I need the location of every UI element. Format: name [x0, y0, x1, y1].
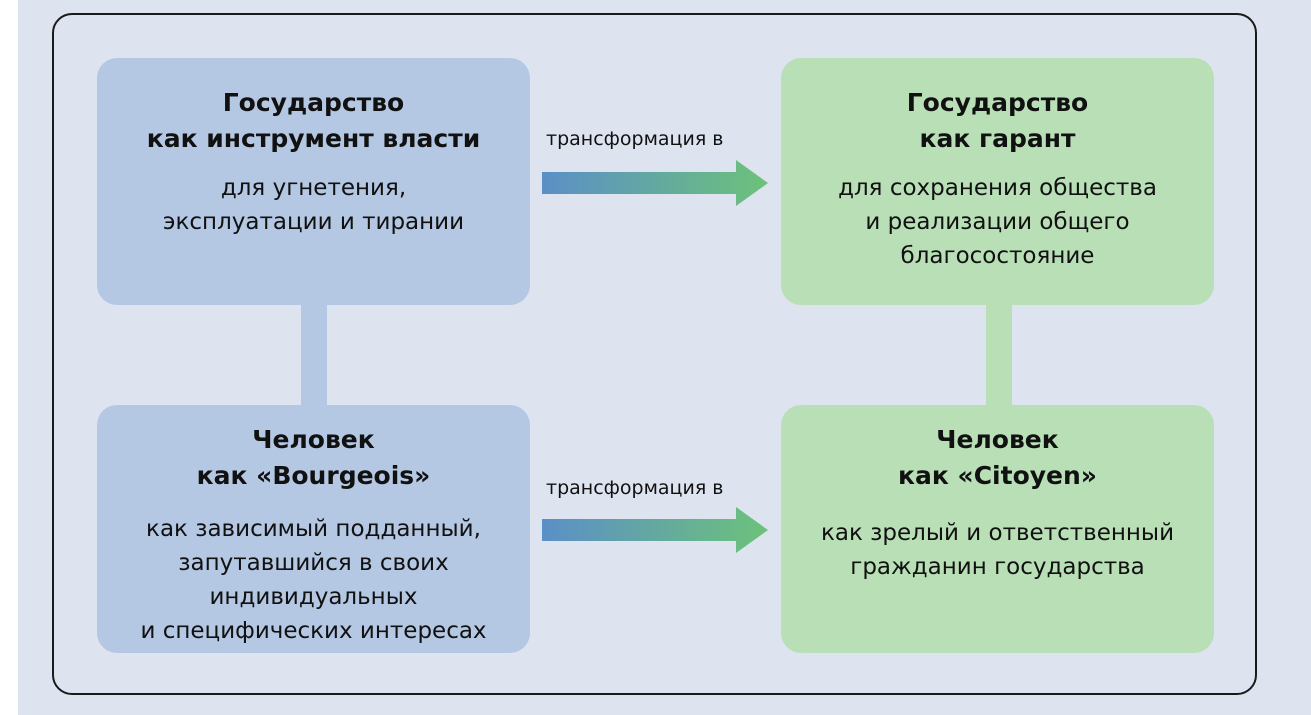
box-description: как зависимый подданный, запутавшийся в … — [140, 516, 487, 644]
box-description: для сохранения общества и реализации общ… — [838, 175, 1157, 269]
top-arrow-label: трансформация в — [546, 128, 724, 150]
bottom-arrow-label: трансформация в — [546, 477, 724, 499]
human-as-bourgeois-box: Человек как «Bourgeois» как зависимый по… — [97, 405, 530, 653]
box-title: Человек как «Citoyen» — [898, 425, 1097, 490]
left-vertical-connector — [301, 295, 327, 415]
box-description: как зрелый и ответственный гражданин гос… — [820, 520, 1175, 580]
box-title: Человек как «Bourgeois» — [196, 425, 431, 490]
bottom-transformation-arrow — [542, 507, 768, 553]
state-as-guarantor-box: Государство как гарант для сохранения об… — [781, 58, 1214, 305]
diagram-frame — [52, 13, 1257, 695]
right-vertical-connector — [986, 295, 1012, 415]
human-as-citoyen-box: Человек как «Citoyen» как зрелый и ответ… — [781, 405, 1214, 653]
box-title: Государство как инструмент власти — [146, 88, 481, 153]
box-description: для угнетения, эксплуатации и тирании — [162, 175, 465, 235]
state-as-power-instrument-box: Государство как инструмент власти для уг… — [97, 58, 530, 305]
top-transformation-arrow — [542, 160, 768, 206]
box-title: Государство как гарант — [906, 88, 1089, 153]
